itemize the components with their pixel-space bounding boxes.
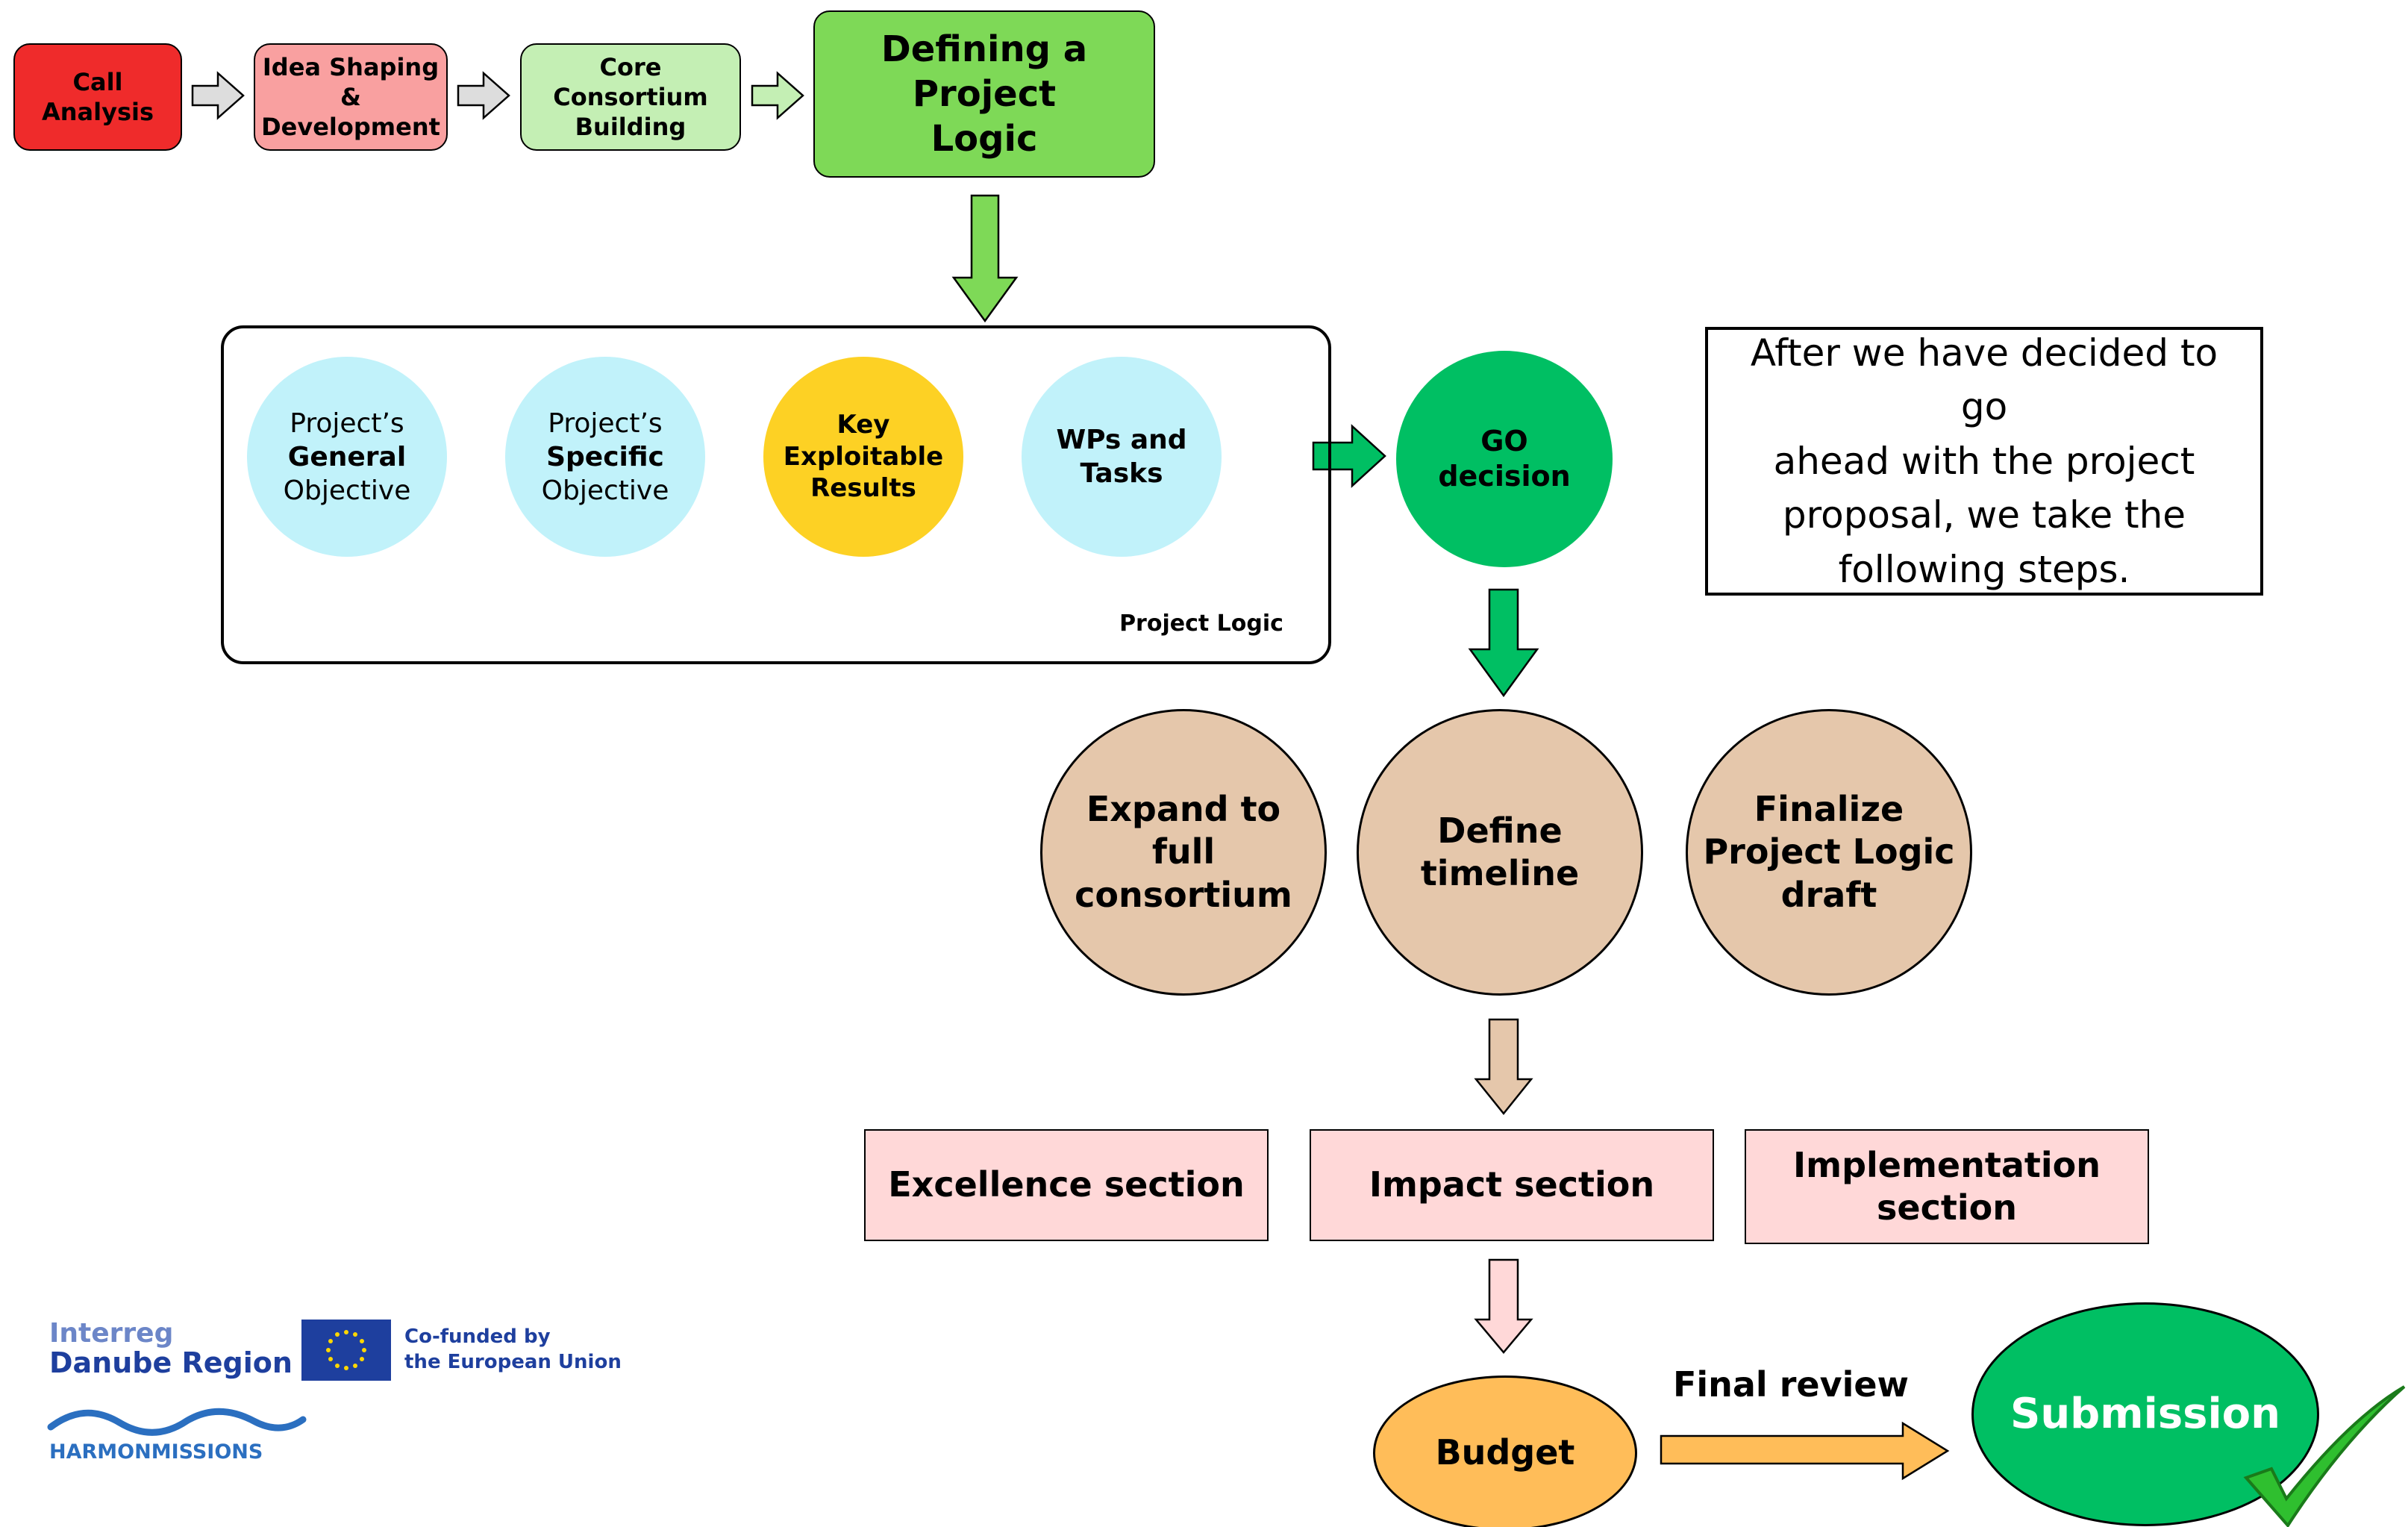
harmonmissions-logo-text: HARMONMISSIONS: [49, 1440, 263, 1464]
excellence-section-box: Excellence section: [864, 1129, 1269, 1241]
impact-section-box: Impact section: [1310, 1129, 1714, 1241]
submission-ellipse: Submission: [1971, 1302, 2319, 1526]
wps-tasks-circle: WPs and Tasks: [1022, 357, 1222, 557]
general-objective-line-3: Objective: [283, 475, 411, 506]
general-objective-line-1: Project’s: [290, 407, 404, 439]
idea-shaping-label-line-2: Development: [261, 113, 440, 141]
go-decision-circle: GO decision: [1396, 351, 1613, 567]
core-consortium-label-line-2: Building: [575, 113, 687, 141]
implementation-section-box: Implementation section: [1745, 1129, 2149, 1244]
expand-line-1: Expand to: [1086, 788, 1281, 829]
interreg-logo-line-1: Interreg: [49, 1318, 174, 1349]
eu-cofunded-line-2: the European Union: [404, 1351, 622, 1373]
arrow-right-3: [751, 71, 804, 120]
note-line-1: After we have decided to go: [1750, 331, 2218, 429]
wps-line-1: WPs and: [1056, 425, 1187, 455]
finalize-logic-circle: Finalize Project Logic draft: [1686, 709, 1972, 996]
arrow-right-go: [1312, 424, 1386, 488]
call-analysis-step: Call Analysis: [13, 43, 182, 151]
specific-objective-line-1: Project’s: [548, 407, 663, 439]
wps-line-2: Tasks: [1080, 458, 1163, 489]
timeline-line-1: Define: [1437, 810, 1563, 851]
interreg-logo-line-2: Danube Region: [49, 1346, 293, 1379]
note-box: After we have decided to go ahead with t…: [1705, 327, 2263, 596]
final-review-label: Final review: [1672, 1364, 1910, 1405]
specific-objective-line-3: Objective: [541, 475, 669, 506]
core-consortium-label-line-1: Core Consortium: [553, 53, 708, 111]
go-line-1: GO: [1480, 424, 1528, 458]
general-objective-circle: Project’s General Objective: [247, 357, 447, 557]
finalize-line-1: Finalize: [1754, 788, 1904, 829]
budget-label: Budget: [1435, 1432, 1575, 1473]
finalize-line-2: Project Logic: [1703, 831, 1955, 872]
expand-line-2: full: [1151, 831, 1216, 872]
implementation-line-2: section: [1877, 1187, 2017, 1228]
specific-objective-circle: Project’s Specific Objective: [505, 357, 705, 557]
ker-line-3: Results: [810, 473, 916, 504]
arrow-down-2: [1468, 588, 1539, 698]
idea-shaping-label-line-1: Idea Shaping &: [262, 53, 440, 111]
impact-label: Impact section: [1369, 1164, 1655, 1205]
timeline-line-2: timeline: [1420, 853, 1580, 893]
general-objective-line-2: General: [287, 441, 407, 472]
specific-objective-line-2: Specific: [546, 441, 664, 472]
arrow-down-4: [1474, 1258, 1533, 1354]
defining-project-logic-line-1: Defining a Project: [881, 28, 1088, 115]
idea-shaping-step: Idea Shaping & Development: [254, 43, 448, 151]
arrow-down-3: [1474, 1018, 1533, 1115]
call-analysis-label: Call Analysis: [41, 68, 154, 126]
core-consortium-step: Core Consortium Building: [520, 43, 741, 151]
defining-project-logic-step: Defining a Project Logic: [813, 10, 1155, 178]
ker-line-1: Key: [836, 410, 890, 440]
ker-line-2: Exploitable: [783, 441, 944, 472]
define-timeline-circle: Define timeline: [1357, 709, 1643, 996]
project-logic-label: Project Logic: [1119, 611, 1283, 637]
finalize-line-3: draft: [1780, 874, 1877, 915]
project-logic-frame: [221, 325, 1331, 664]
note-line-4: following steps.: [1838, 547, 2130, 591]
expand-line-3: consortium: [1075, 874, 1292, 915]
defining-project-logic-line-2: Logic: [931, 118, 1038, 160]
implementation-line-1: Implementation: [1793, 1144, 2101, 1185]
eu-cofunded-line-1: Co-funded by: [404, 1325, 551, 1348]
key-exploitable-results-circle: Key Exploitable Results: [763, 357, 963, 557]
note-line-2: ahead with the project: [1773, 439, 2195, 483]
arrow-right-2: [457, 71, 510, 120]
expand-consortium-circle: Expand to full consortium: [1040, 709, 1327, 996]
excellence-label: Excellence section: [888, 1164, 1245, 1205]
arrow-down-1: [951, 194, 1019, 323]
arrow-right-1: [191, 71, 245, 120]
note-line-3: proposal, we take the: [1782, 493, 2186, 537]
budget-ellipse: Budget: [1373, 1375, 1637, 1527]
arrow-right-review: [1660, 1421, 1950, 1481]
go-line-2: decision: [1438, 460, 1571, 493]
submission-label: Submission: [2010, 1390, 2281, 1438]
